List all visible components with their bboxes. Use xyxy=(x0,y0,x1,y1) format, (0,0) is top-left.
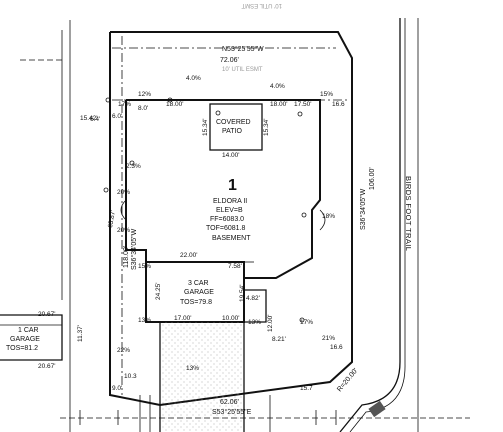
bottom-distance: 62.06' xyxy=(220,399,239,406)
garage-dim-left: 24.25' xyxy=(155,282,162,300)
slope-13: 17% xyxy=(300,319,313,326)
slope-15: 22% xyxy=(117,347,130,354)
patio-left-dim: 15.34' xyxy=(202,118,209,136)
neighbor-garage-tos: TOS=81.2 xyxy=(6,345,38,352)
spot-elev-4: 17.50' xyxy=(294,101,312,108)
neighbor-lot-lines xyxy=(0,20,71,432)
neighbor-garage-line2: GARAGE xyxy=(10,336,40,343)
top-distance: 72.06' xyxy=(220,57,239,64)
slope-14: 21% xyxy=(322,335,335,342)
street-curbs xyxy=(339,18,419,432)
neighbor-dim-a: 20.67' xyxy=(38,311,56,318)
driveway xyxy=(159,322,245,432)
garage-dim-step: 7.58' xyxy=(228,263,242,270)
spot-elev-7: 6.0' xyxy=(112,113,122,120)
covered-patio-outline xyxy=(209,103,263,151)
util-easement: 10' UTIL ESMT xyxy=(222,67,263,73)
garage-dim-top: 22.00' xyxy=(180,252,198,259)
garage-tos: TOS=79.8 xyxy=(180,299,212,306)
spot-elev-8: 8.0' xyxy=(138,105,148,112)
neighbor-dim-b: 20.67' xyxy=(38,363,56,370)
spot-elev-6: 6.4' xyxy=(90,116,100,123)
spot-markers xyxy=(103,97,307,323)
left-bearing: S36°34'05"W xyxy=(130,228,138,270)
spot-elev-10: 15.7 xyxy=(300,385,313,392)
garage-dim-small: 4.82' xyxy=(246,295,260,302)
curve-radius: R=20.00' xyxy=(336,367,359,393)
left-distance: 118.00' xyxy=(123,246,130,268)
slope-16: 13% xyxy=(186,365,199,372)
spot-elev-3: 18.00' xyxy=(270,101,288,108)
house-basement: BASEMENT xyxy=(212,235,251,242)
bottom-bearing: S53°25'55"E xyxy=(212,408,252,416)
slope-6: 2.3% xyxy=(126,163,141,170)
patio-width: 14.00' xyxy=(222,152,240,159)
house-elevation: ELEV=B xyxy=(216,207,243,214)
neighbor-garage xyxy=(0,314,63,361)
spot-elev-12: 9.0' xyxy=(112,385,122,392)
patio-right-dim: 15.34' xyxy=(263,118,270,136)
slope-11: 13% xyxy=(138,317,151,324)
left-parcel-distance: 63.87' xyxy=(107,210,117,228)
neighbor-garage-line1: 1 CAR xyxy=(18,327,39,334)
garage-dim-right: 19.54' xyxy=(239,284,246,302)
house-tof: TOF=6081.8 xyxy=(206,225,245,232)
garage-dim-tail: 8.21' xyxy=(272,336,286,343)
right-bearing: S36°34'05"W xyxy=(359,188,367,230)
neighbor-dim-c: 11.37' xyxy=(77,325,84,342)
slope-7: 20% xyxy=(117,189,130,196)
slope-5: 4.0% xyxy=(270,83,285,90)
service-line-marks xyxy=(60,395,470,432)
garage-line1: 3 CAR xyxy=(188,280,209,287)
house-model: ELDORA II xyxy=(213,198,247,205)
slope-10: 15% xyxy=(138,263,151,270)
slope-12: 13% xyxy=(248,319,261,326)
spot-elev-11: 10.3 xyxy=(124,373,137,380)
slope-3: 12% xyxy=(138,91,151,98)
garage-dim-side: 12.00' xyxy=(267,314,274,332)
house-footprint xyxy=(120,99,326,279)
garage-line2: GARAGE xyxy=(184,289,214,296)
lot-number: 1 xyxy=(228,177,237,194)
garage-dim-bottom-right: 10.00' xyxy=(222,315,240,322)
patio-line1: COVERED xyxy=(216,119,251,126)
top-bearing: N53°25'55"W xyxy=(222,45,264,53)
slope-1: 15% xyxy=(320,91,333,98)
neighbor-easement-ghost: 10' UTIL ESMT xyxy=(241,2,282,8)
spot-elev-5: 16.6 xyxy=(332,101,345,108)
patio-line2: PATIO xyxy=(222,128,243,135)
spot-elev-9: 16.6 xyxy=(330,344,343,351)
slope-8: 20% xyxy=(117,227,130,234)
slope-2: 17% xyxy=(118,101,131,108)
slope-4: 4.0% xyxy=(186,75,201,82)
spot-elev-1: 15.42' xyxy=(80,115,98,122)
spot-elev-2: 18.00' xyxy=(166,101,184,108)
garage-dim-bottom-left: 17.00' xyxy=(174,315,192,322)
street-name: BIRDS FOOT TRAIL xyxy=(404,176,413,251)
right-distance: 106.00' xyxy=(369,167,376,190)
house-ff: FF=6083.0 xyxy=(210,216,244,223)
slope-9: 18% xyxy=(322,213,335,220)
